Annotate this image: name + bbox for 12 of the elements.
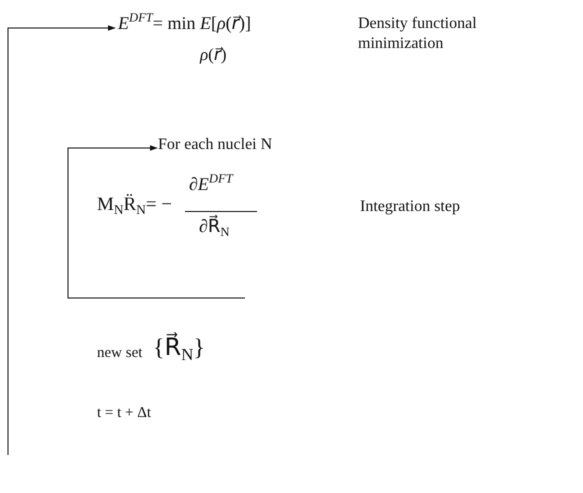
step-caption: Integration step bbox=[360, 197, 461, 217]
loop-arrow bbox=[8, 25, 116, 456]
loop-arrow bbox=[68, 145, 246, 298]
formula-text: ρ(r⃗) bbox=[200, 46, 227, 65]
step-caption: Density functional minimization bbox=[358, 14, 478, 54]
formula-text: E$^{DFT}$= min E[ρ(r⃗)] bbox=[118, 14, 251, 34]
formula-text: ∂R⃗$_{N}$ bbox=[199, 217, 230, 237]
formula-text: new set bbox=[97, 345, 142, 362]
formula-text: ∂E$^{DFT}$ bbox=[189, 175, 233, 195]
formula-text: M$_{N}$R̈$_{N}$= − bbox=[97, 195, 172, 216]
formula-text: For each nuclei N bbox=[158, 136, 272, 154]
formula-text: t = t + Δt bbox=[97, 405, 152, 422]
